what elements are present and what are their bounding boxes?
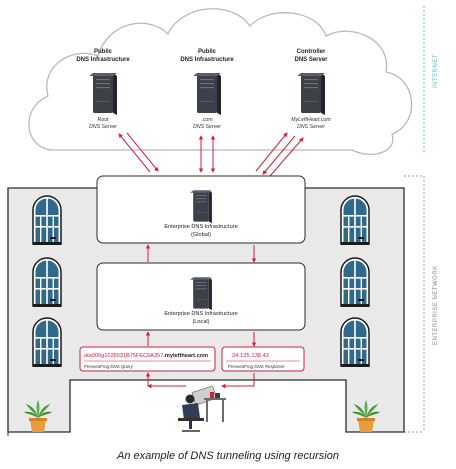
server-title-2b: DNS Infrastructure xyxy=(180,57,234,63)
server-sub-1a: Root xyxy=(98,117,110,123)
window-icon xyxy=(32,317,62,368)
local-request-arrows xyxy=(145,331,257,347)
server-sub-1b: DNS Server xyxy=(89,124,117,130)
window-icon xyxy=(340,257,370,308)
local-box-title: Enterprise DNS Infrastructure xyxy=(164,311,237,317)
window-icon xyxy=(32,257,62,308)
server-sub-2a: .com xyxy=(201,117,213,123)
figure-caption: An example of DNS tunneling using recurs… xyxy=(117,450,339,462)
local-box-subtitle: (Local) xyxy=(192,319,209,325)
server-title-1b: DNS Infrastructure xyxy=(76,57,130,63)
window-icon xyxy=(32,195,62,246)
user-arrows xyxy=(145,372,255,389)
dns-query-domain: .myleftheart.com xyxy=(163,353,208,359)
controller-dns-server-icon xyxy=(297,73,325,115)
root-dns-server-icon xyxy=(89,73,117,115)
dns-query-text: ata000g1028931B75FEC6A357.myleftheart.co… xyxy=(84,353,208,359)
com-dns-server-icon xyxy=(193,73,221,115)
global-box-subtitle: (Global) xyxy=(191,232,211,238)
internet-zone-label: INTERNET xyxy=(433,54,439,88)
global-local-arrows xyxy=(145,244,257,263)
enterprise-zone-label: ENTERPRISE NETWORK xyxy=(433,265,439,345)
dns-query-label: PressedFrog DNS Query xyxy=(84,364,134,369)
window-icon xyxy=(340,195,370,246)
recursion-arrows xyxy=(118,132,304,177)
server-sub-3b: DNS Server xyxy=(297,124,325,130)
dns-query-value: ata000g1028931B75FEC6A357 xyxy=(84,353,163,359)
local-dns-server-icon xyxy=(190,277,212,311)
server-title-3a: Controller xyxy=(297,49,326,55)
dns-response-box xyxy=(221,346,305,372)
server-title-3b: DNS Server xyxy=(294,57,328,63)
user-at-desk-icon xyxy=(178,386,226,432)
global-box-title: Enterprise DNS Infrastructure xyxy=(164,224,237,230)
server-title-1a: Public xyxy=(94,49,113,55)
dns-response-label: PressedFrog DNS Response xyxy=(228,364,285,369)
server-sub-2b: DNS Server xyxy=(193,124,221,130)
server-sub-3a: MyLeftHeart.com xyxy=(291,117,331,123)
global-dns-server-icon xyxy=(190,190,212,224)
server-title-2a: Public xyxy=(198,49,217,55)
window-icon xyxy=(340,317,370,368)
dns-response-value: 24.125.138.42 xyxy=(232,353,269,359)
dns-query-box xyxy=(79,346,216,372)
